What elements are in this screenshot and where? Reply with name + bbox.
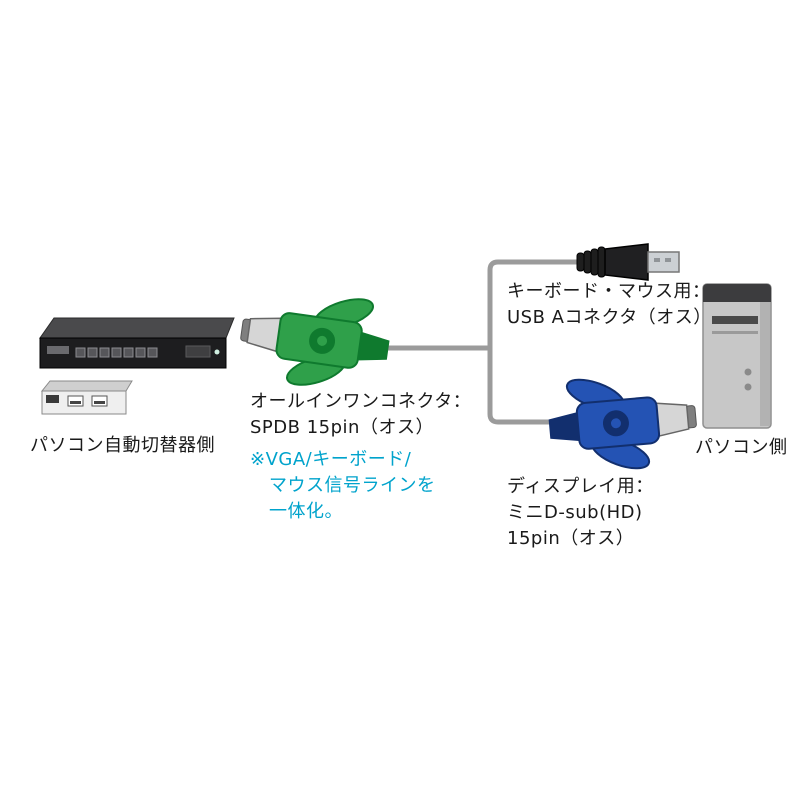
kvm-brand-plate xyxy=(47,346,69,354)
console-device-illustration xyxy=(40,380,133,415)
display-label-line3: 15pin（オス） xyxy=(507,528,635,549)
usb-connector-label: キーボード・マウス用： USB Aコネクタ（オス） xyxy=(507,279,712,331)
kvm-display-window xyxy=(185,345,211,358)
usb-body xyxy=(604,243,649,281)
pc-reset-button xyxy=(744,383,752,391)
kvm-port-select-buttons xyxy=(75,347,158,358)
usb-strain-relief xyxy=(576,246,606,278)
display-label-line2: ミニD-sub(HD) xyxy=(507,502,643,523)
pc-power-button xyxy=(744,368,752,376)
kvm-switch-illustration xyxy=(39,317,235,369)
all-in-one-label-line2: SPDB 15pin（オス） xyxy=(250,417,434,438)
integration-note-line3: 一体化。 xyxy=(269,501,343,522)
blue-vga-connector-illustration xyxy=(548,378,697,470)
kvm-power-led xyxy=(214,349,220,355)
green-connector-illustration xyxy=(240,298,390,386)
usb-label-line2: USB Aコネクタ（オス） xyxy=(507,307,712,328)
console-label-plate xyxy=(46,395,59,403)
all-in-one-label-line1: オールインワンコネクタ： xyxy=(250,391,472,412)
pc-tower-top-band xyxy=(703,284,771,302)
display-connector-label: ディスプレイ用： ミニD-sub(HD) 15pin（オス） xyxy=(507,474,654,552)
integration-note-line2: マウス信号ラインを xyxy=(269,475,436,496)
kvm-side-label-text: パソコン自動切替器側 xyxy=(30,435,215,456)
console-ports xyxy=(67,395,108,407)
pc-drive-slot xyxy=(712,316,758,324)
pc-side-label-text: パソコン側 xyxy=(695,437,788,458)
pc-tower-illustration xyxy=(702,283,772,429)
usb-metal-plug xyxy=(647,251,680,273)
pc-side-label: パソコン側 xyxy=(695,435,788,461)
display-label-line1: ディスプレイ用： xyxy=(507,476,654,497)
integration-note-line1: ※VGA/キーボード/ xyxy=(250,449,412,470)
integration-note: ※VGA/キーボード/ マウス信号ラインを 一体化。 xyxy=(250,447,436,525)
usb-connector-illustration xyxy=(576,243,680,281)
all-in-one-connector-label: オールインワンコネクタ： SPDB 15pin（オス） xyxy=(250,389,471,441)
usb-label-line1: キーボード・マウス用： xyxy=(507,281,711,302)
kvm-side-label: パソコン自動切替器側 xyxy=(30,433,215,459)
